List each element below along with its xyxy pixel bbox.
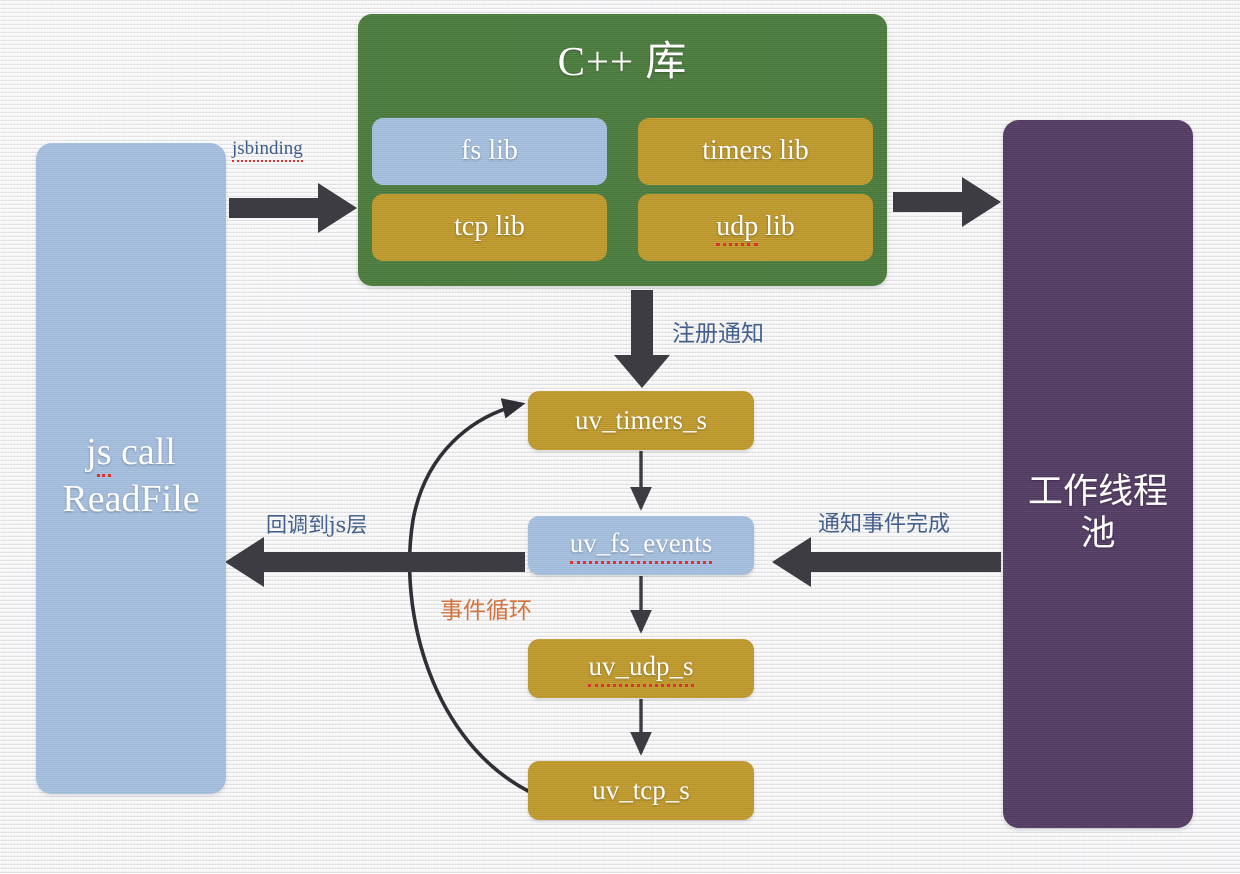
lib-label-timers: timers lib (702, 135, 809, 167)
cpp-library-title: C++ 库 (557, 38, 688, 84)
lib-label-tcp: tcp lib (454, 211, 525, 243)
label-jsbinding: jsbinding (232, 138, 303, 162)
cpp-library-group[interactable]: C++ 库 fs lib timers lib tcp lib udp lib (358, 14, 887, 286)
lib-item-timers[interactable]: timers lib (638, 118, 873, 185)
lib-label-udp: udp lib (716, 210, 795, 247)
lib-label-fs: fs lib (461, 135, 518, 167)
js-layer-line2: ReadFile (62, 477, 200, 520)
fs-to-js-arrow (225, 537, 525, 587)
js-layer-label: js call ReadFile (62, 429, 200, 522)
handle-label-uv-timers-s: uv_timers_s (575, 405, 707, 436)
handle-uv-timers-s[interactable]: uv_timers_s (528, 391, 754, 450)
worker-pool-label: 工作线程 池 (1028, 471, 1168, 556)
udp-underline: udp (716, 211, 759, 247)
label-event-loop: 事件循环 (440, 598, 532, 624)
jsbinding-text: jsbinding (232, 138, 303, 162)
handle-uv-udp-s[interactable]: uv_udp_s (528, 639, 754, 698)
handle-uv-fs-events[interactable]: uv_fs_events (528, 516, 754, 575)
worker-thread-pool-box[interactable]: 工作线程 池 (1003, 120, 1193, 828)
js-layer-line1: js call (62, 429, 199, 478)
cpp-library-list: fs lib timers lib tcp lib udp lib (372, 118, 873, 261)
cpp-to-pool-arrow (893, 177, 1001, 227)
label-notify-event-done: 通知事件完成 (818, 512, 951, 537)
pool-to-fs-arrow (772, 537, 1001, 587)
handle-label-uv-udp-s: uv_udp_s (588, 650, 694, 687)
label-register-notify: 注册通知 (672, 321, 764, 347)
js-to-cpp-arrow (229, 183, 357, 233)
lib-item-fs[interactable]: fs lib (372, 118, 607, 185)
worker-pool-line1: 工作线程 (1027, 471, 1168, 511)
lib-item-udp[interactable]: udp lib (638, 194, 873, 261)
lib-item-tcp[interactable]: tcp lib (372, 194, 607, 261)
cpp-to-timers-arrow (614, 290, 670, 388)
handle-label-uv-tcp-s: uv_tcp_s (592, 775, 690, 806)
handle-uv-tcp-s[interactable]: uv_tcp_s (528, 761, 754, 820)
handle-label-uv-fs-events: uv_fs_events (569, 527, 713, 564)
label-callback-to-js: 回调到js层 (266, 513, 368, 537)
js-layer-box[interactable]: js call ReadFile (36, 143, 226, 794)
worker-pool-line2: 池 (1080, 514, 1116, 554)
js-underline: s (96, 431, 112, 478)
